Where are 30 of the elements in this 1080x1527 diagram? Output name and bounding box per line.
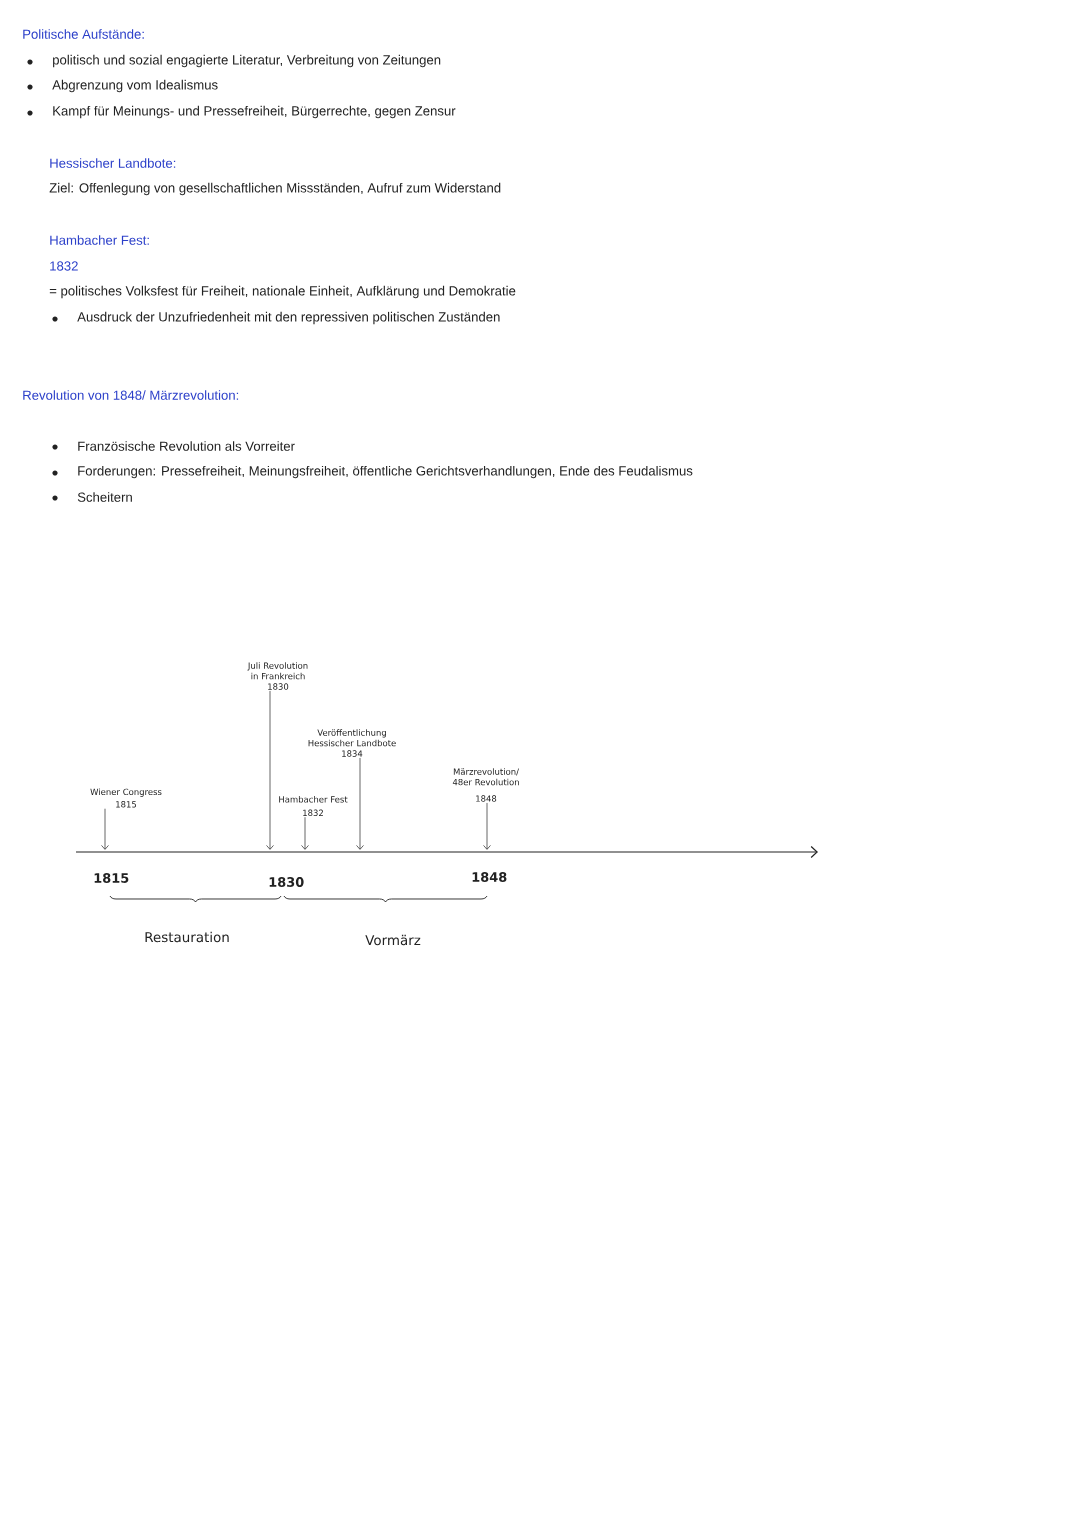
heading: Revolution von 1848/ Märzrevolution:	[23, 390, 239, 400]
event-label: Märzrevolution/ 48er Revolution 1848	[452, 768, 519, 802]
arrow	[266, 690, 274, 850]
text-line: = politisches Volksfest für Freiheit, nationale Einheit, Aufklärung und Demokratie	[49, 285, 516, 299]
text-line: Ziel: Offenlegung von gesellschaftlichen Missständen, Aufruf zum Widerstand	[49, 182, 501, 196]
year-label: 1848	[472, 872, 507, 882]
year-label: 1830	[269, 877, 304, 887]
list-item: Abgrenzung vom Idealismus	[52, 79, 218, 93]
period-label: Vormärz	[365, 934, 421, 946]
arrow	[356, 757, 364, 850]
list-item: Forderungen: Pressefreiheit, Meinungsfreiheit, öffentliche Gerichtsverhandlungen, Ende des Feudalismus	[78, 465, 693, 479]
event-label: Hambacher Fest 1832	[279, 796, 348, 816]
heading: Hessischer Landbote:	[50, 158, 176, 168]
arrow	[301, 816, 309, 850]
heading: Politische Aufstände:	[23, 29, 144, 39]
heading: Hambacher Fest:	[50, 235, 149, 245]
list-item: Kampf für Meinungs- und Pressefreiheit, Bürgerrechte, gegen Zensur	[53, 105, 456, 119]
list-item: politisch und sozial engagierte Literatur, Verbreitung von Zeitungen	[53, 54, 441, 68]
list-item: Scheitern	[77, 492, 132, 502]
list-item: Ausdruck der Unzufriedenheit mit den repressiven politischen Zuständen	[77, 311, 500, 325]
list-item: Französische Revolution als Vorreiter	[78, 441, 295, 451]
date: 1832	[50, 261, 78, 271]
event-label: Veröffentlichung Hessischer Landbote 1834	[308, 729, 396, 757]
period-label: Restauration	[145, 931, 229, 943]
year-label: 1815	[94, 873, 129, 883]
arrow	[483, 802, 491, 850]
timeline-axis	[75, 845, 818, 859]
arrow	[101, 808, 109, 850]
event-label: Juli Revolution in Frankreich 1830	[247, 662, 308, 690]
event-label: Wiener Congress 1815	[90, 788, 162, 808]
